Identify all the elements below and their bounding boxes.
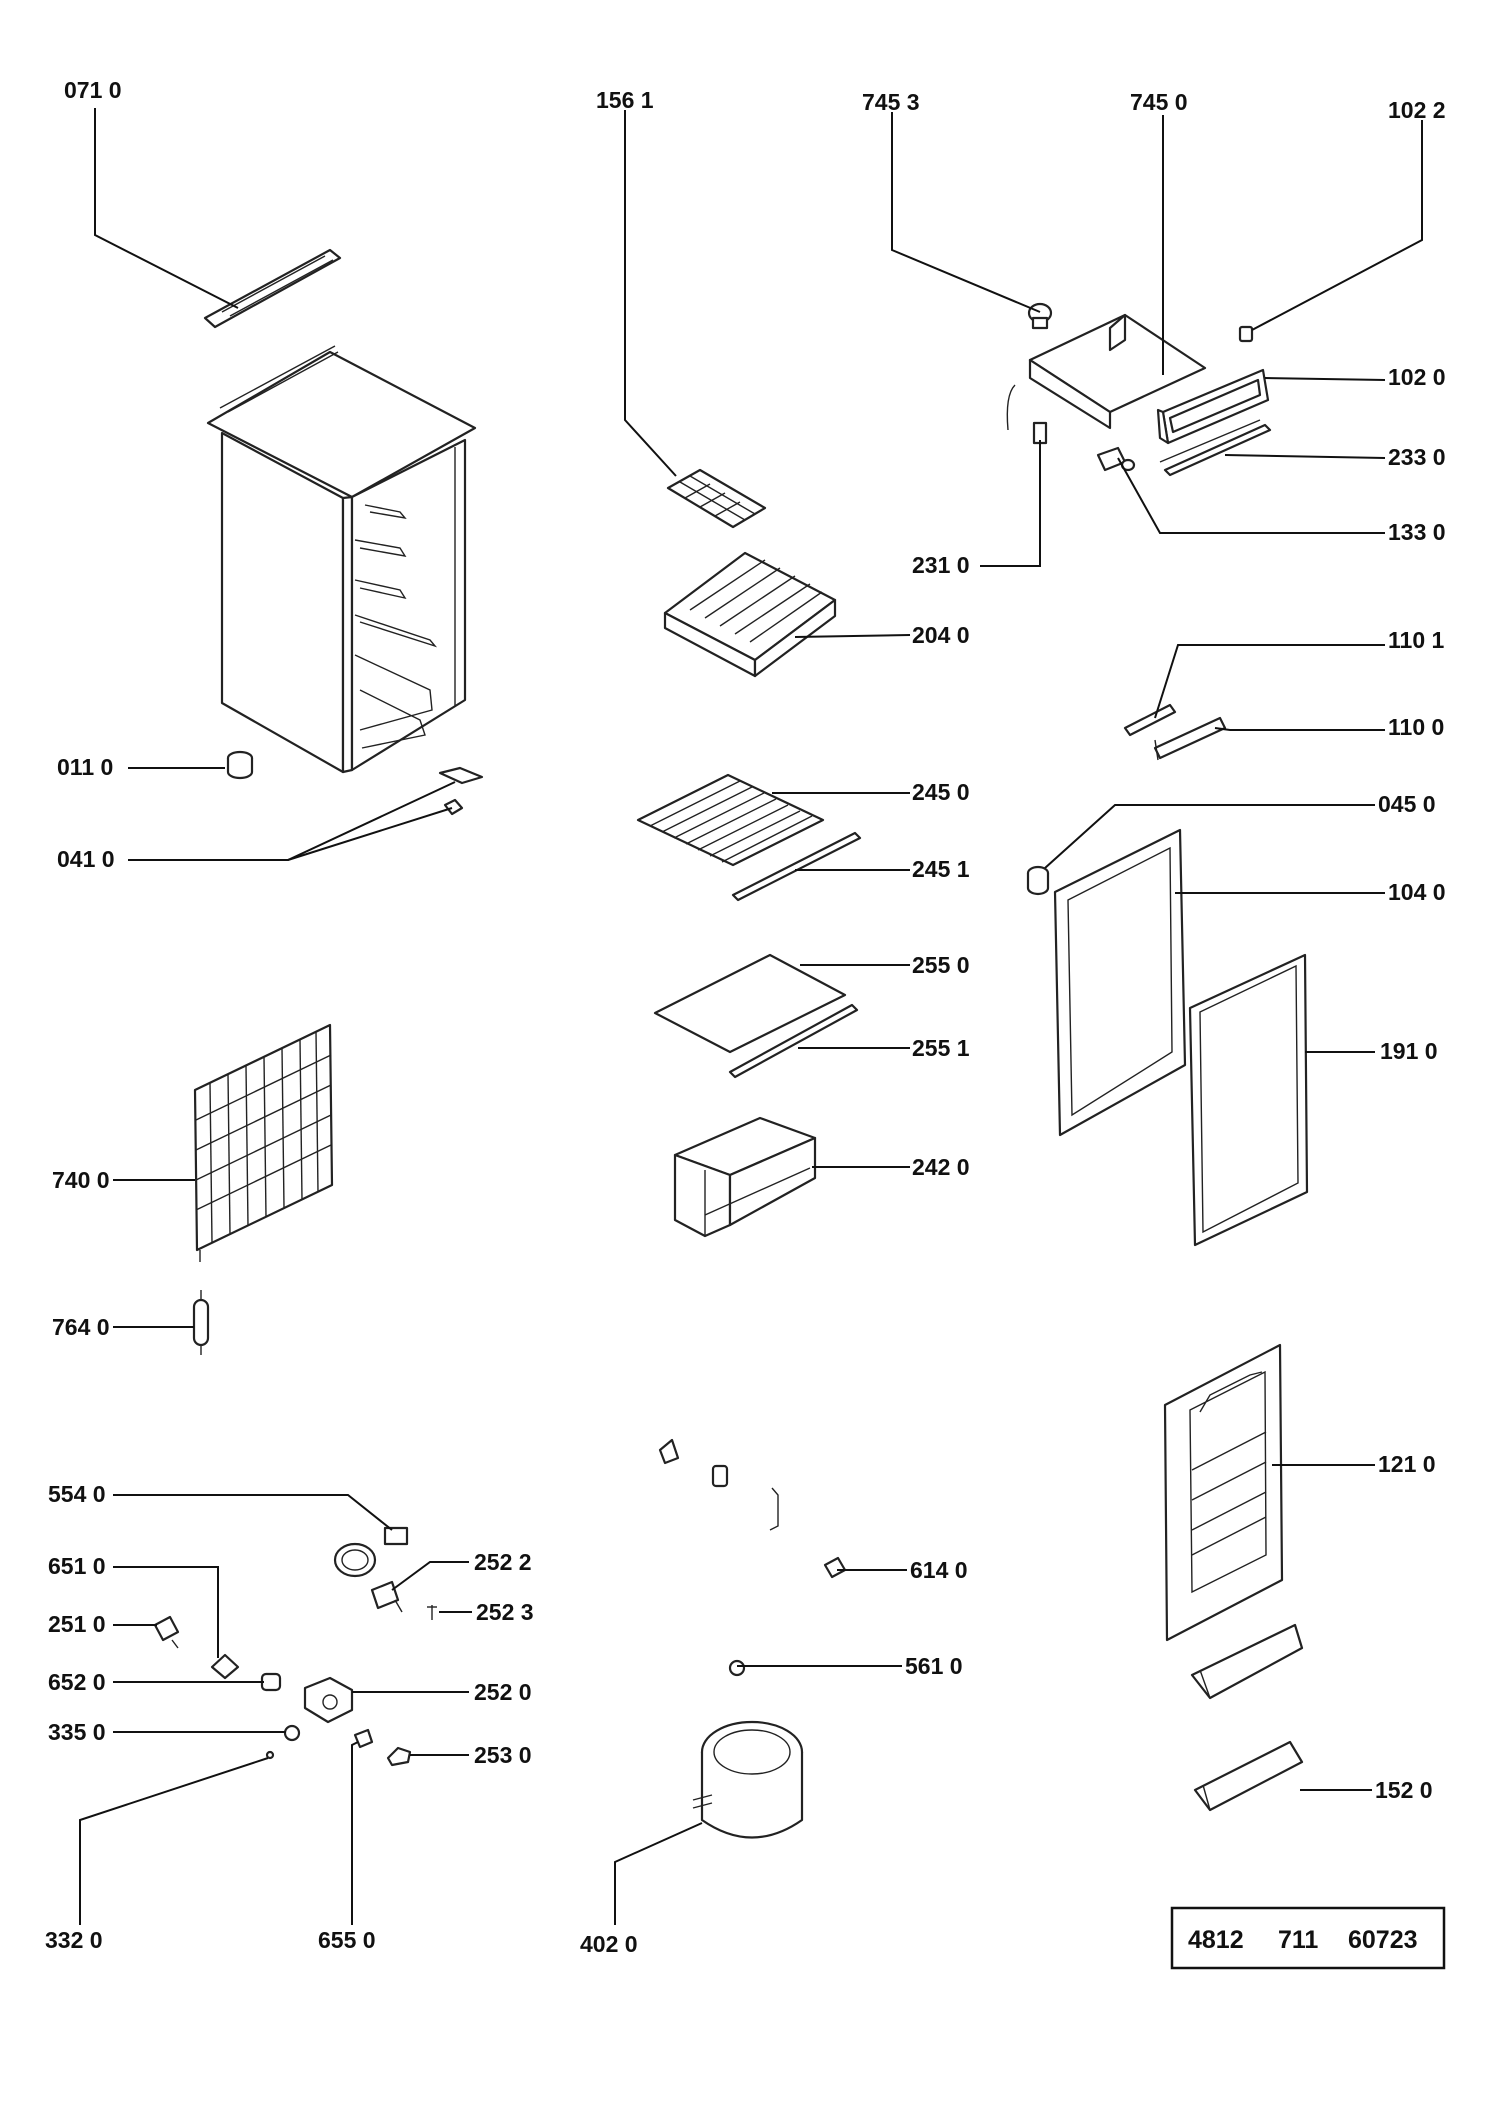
label-1210: 121 0 xyxy=(1378,1451,1436,1477)
part-washer-332 xyxy=(265,1750,275,1760)
part-glass-shelf xyxy=(653,953,847,1054)
label-2330: 233 0 xyxy=(1388,444,1446,470)
part-door-liner xyxy=(1163,1343,1284,1642)
part-hinge-rail-lower xyxy=(1153,716,1227,761)
label-1040: 104 0 xyxy=(1388,879,1446,905)
reference-part-c: 60723 xyxy=(1348,1926,1418,1954)
label-0450: 045 0 xyxy=(1378,791,1436,817)
part-relay-clip xyxy=(153,1615,180,1649)
label-7640: 764 0 xyxy=(52,1314,110,1340)
part-connector-614 xyxy=(823,1556,847,1579)
label-2451: 245 1 xyxy=(912,856,970,882)
reference-part-a: 4812 xyxy=(1188,1926,1244,1954)
part-bracket-2522 xyxy=(370,1580,403,1613)
label-0110: 011 0 xyxy=(57,754,113,780)
reference-number-box: 4812 711 60723 xyxy=(1170,1906,1446,1970)
label-2040: 204 0 xyxy=(912,622,970,648)
label-0410: 041 0 xyxy=(57,846,115,872)
leader-lines xyxy=(79,108,1423,1925)
label-7453: 745 3 xyxy=(862,89,920,115)
label-1330: 133 0 xyxy=(1388,519,1446,545)
reference-part-b: 711 xyxy=(1278,1926,1318,1954)
label-6510: 651 0 xyxy=(48,1553,106,1579)
part-condenser xyxy=(193,1023,334,1262)
label-2510: 251 0 xyxy=(48,1611,106,1637)
label-4020: 402 0 xyxy=(580,1931,638,1957)
label-1101: 110 1 xyxy=(1388,627,1444,653)
label-3320: 332 0 xyxy=(45,1927,103,1953)
part-top-control-strip xyxy=(203,248,342,329)
part-start-relay-coil xyxy=(333,1526,409,1578)
part-cover-253 xyxy=(386,1746,412,1767)
part-overload-protector xyxy=(210,1653,240,1680)
label-1100: 110 0 xyxy=(1388,714,1444,740)
part-lamp-bulb xyxy=(1027,302,1053,330)
part-hinge-rail-upper xyxy=(1123,703,1177,737)
label-2522: 252 2 xyxy=(474,1549,532,1575)
part-small-clip-a xyxy=(658,1438,680,1465)
part-filter-drier xyxy=(192,1290,210,1355)
part-ice-tray xyxy=(666,468,767,529)
label-2550: 255 0 xyxy=(912,952,970,978)
part-wire-hook xyxy=(769,1487,779,1531)
part-grommet-335 xyxy=(283,1724,301,1742)
part-small-clip-b xyxy=(711,1464,729,1488)
part-bottom-hinge xyxy=(438,766,484,816)
part-relay-block xyxy=(303,1676,354,1724)
part-connector-655 xyxy=(353,1728,374,1749)
label-2551: 255 1 xyxy=(912,1035,970,1061)
label-6520: 652 0 xyxy=(48,1669,106,1695)
part-thermostat xyxy=(1096,446,1136,472)
label-7400: 740 0 xyxy=(52,1167,110,1193)
label-5610: 561 0 xyxy=(905,1653,963,1679)
part-shelf-trim-upper xyxy=(731,831,862,902)
part-small-knob xyxy=(1238,325,1254,343)
label-5540: 554 0 xyxy=(48,1481,106,1507)
part-screw-2523 xyxy=(427,1605,437,1620)
part-control-panel xyxy=(1156,368,1270,445)
part-wire-shelf xyxy=(636,773,825,867)
part-door-balcony-upper xyxy=(1190,1623,1304,1700)
part-compressor xyxy=(692,1720,804,1839)
label-2530: 253 0 xyxy=(474,1742,532,1768)
label-1561: 156 1 xyxy=(596,87,654,113)
label-3350: 335 0 xyxy=(48,1719,106,1745)
part-door-frame xyxy=(1053,828,1187,1137)
label-1910: 191 0 xyxy=(1380,1038,1438,1064)
label-1022: 102 2 xyxy=(1388,97,1446,123)
label-0710: 071 0 xyxy=(64,77,122,103)
part-crisper-drawer xyxy=(673,1116,817,1238)
label-1020: 102 0 xyxy=(1388,364,1446,390)
label-7450: 745 0 xyxy=(1130,89,1188,115)
part-cabinet-body xyxy=(206,345,477,774)
part-shelf-trim-lower xyxy=(728,1003,859,1079)
label-2310: 231 0 xyxy=(912,552,970,578)
part-labels: 071 0 156 1 745 3 745 0 102 2 102 0 233 … xyxy=(45,77,1446,1957)
label-2523: 252 3 xyxy=(476,1599,534,1625)
label-2450: 245 0 xyxy=(912,779,970,805)
part-connector-652 xyxy=(260,1672,282,1692)
part-plug-cap xyxy=(1026,865,1050,896)
label-6550: 655 0 xyxy=(318,1927,376,1953)
label-2420: 242 0 xyxy=(912,1154,970,1180)
label-1520: 152 0 xyxy=(1375,1777,1433,1803)
part-freezer-tray xyxy=(663,551,837,678)
label-6140: 614 0 xyxy=(910,1557,968,1583)
part-grommet-561 xyxy=(728,1659,746,1677)
part-door-balcony-lower xyxy=(1193,1740,1304,1812)
part-lamp-housing-plate xyxy=(1006,313,1207,431)
label-2520: 252 0 xyxy=(474,1679,532,1705)
part-door-gasket xyxy=(1188,953,1309,1247)
part-panel-trim xyxy=(1159,419,1272,477)
part-foot xyxy=(226,750,254,780)
